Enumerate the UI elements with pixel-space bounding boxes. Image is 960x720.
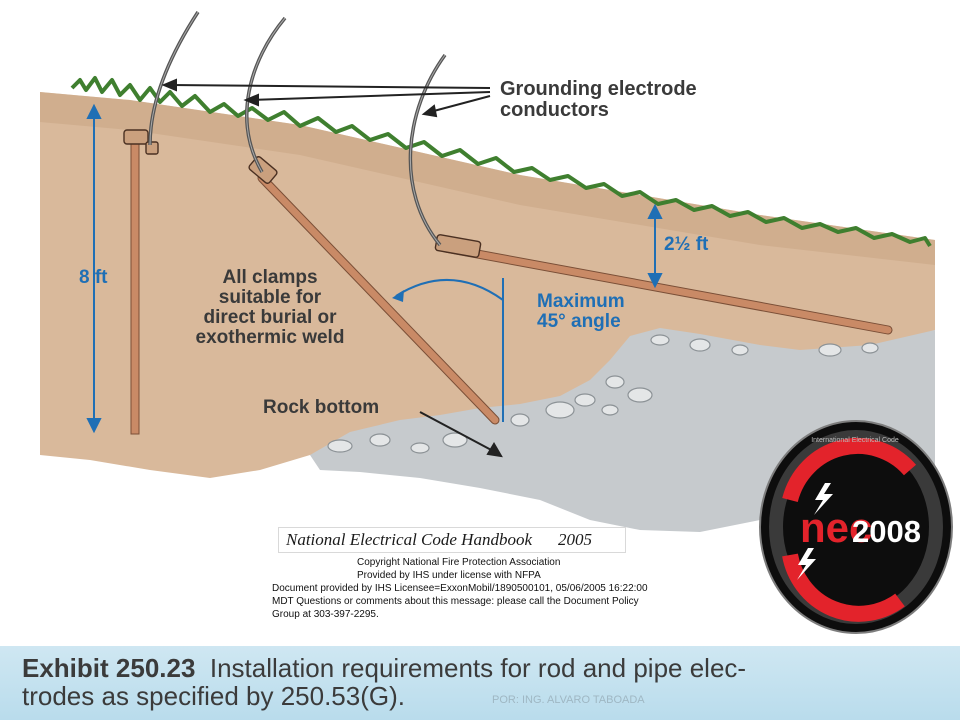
- soil-shading: [40, 92, 935, 265]
- exhibit-number: Exhibit 250.23: [22, 653, 196, 683]
- soil-cross-section: [40, 92, 935, 478]
- caption-line2: trodes as specified by 250.53(G).: [22, 681, 405, 711]
- rock-bottom-label: Rock bottom: [263, 397, 380, 418]
- angle-line1: Maximum: [537, 291, 625, 312]
- handbook-title: National Electrical Code Handbook: [286, 530, 532, 549]
- depth-8ft-label: 8 ft: [79, 267, 108, 288]
- logo-year: 2008: [852, 514, 921, 549]
- handbook-banner: National Electrical Code Handbook 2005: [278, 527, 626, 553]
- lightning-bolt-icon: [797, 548, 816, 580]
- angle-line2: 45° angle: [537, 310, 621, 332]
- clamps-line3: direct burial or: [203, 306, 337, 328]
- conductors-label-line1: Grounding electrode: [500, 78, 697, 100]
- caption-band: [0, 646, 960, 720]
- logo-ring-text: International Electrical Code: [811, 437, 899, 444]
- clamps-label: All clamps suitable for direct burial or…: [160, 268, 380, 348]
- author-watermark: POR: ING. ALVARO TABOADA: [492, 694, 645, 706]
- angle-indicator: [395, 278, 504, 422]
- rock-stones: [327, 334, 879, 454]
- copyright-line1: Copyright National Fire Protection Assoc…: [357, 557, 561, 568]
- logo-brand: nec: [800, 504, 872, 551]
- nec-2008-logo: International Electrical Code nec 2008: [759, 420, 953, 634]
- dimension-2-5ft: [647, 203, 663, 289]
- angle-label: Maximum 45° angle: [537, 292, 625, 332]
- dimension-8ft: [86, 103, 102, 434]
- angle-arrowhead: [392, 290, 404, 302]
- caption-line1-text: Installation requirements for rod and pi…: [209, 653, 747, 683]
- grass-line: [70, 76, 932, 248]
- rock-bottom-arrow: [419, 411, 503, 458]
- clamps-line4: exothermic weld: [195, 326, 345, 348]
- copyright-line3: Document provided by IHS Licensee=ExxonM…: [272, 583, 648, 594]
- clamp-vertical: [123, 129, 159, 155]
- clamps-line2: suitable for: [218, 286, 322, 308]
- exhibit-caption: Exhibit 250.23 Installation requirements…: [22, 654, 746, 710]
- clamps-line1: All clamps: [222, 267, 318, 288]
- lightning-bolt-icon: [814, 483, 833, 515]
- copyright-line2: Provided by IHS under license with NFPA: [357, 570, 541, 581]
- conductors-label: Grounding electrode conductors: [500, 79, 697, 121]
- vertical-ground-rod: [130, 137, 140, 435]
- conductor-callout-arrows: [161, 78, 491, 118]
- caption-line1: Exhibit 250.23 Installation requirements…: [22, 654, 746, 682]
- handbook-year: 2005: [558, 530, 592, 549]
- copyright-line4: MDT Questions or comments about this mes…: [272, 596, 639, 607]
- copyright-line5: Group at 303-397-2295.: [272, 609, 379, 620]
- conductors-label-line2: conductors: [500, 99, 609, 121]
- depth-2-5ft-label: 2½ ft: [664, 234, 709, 255]
